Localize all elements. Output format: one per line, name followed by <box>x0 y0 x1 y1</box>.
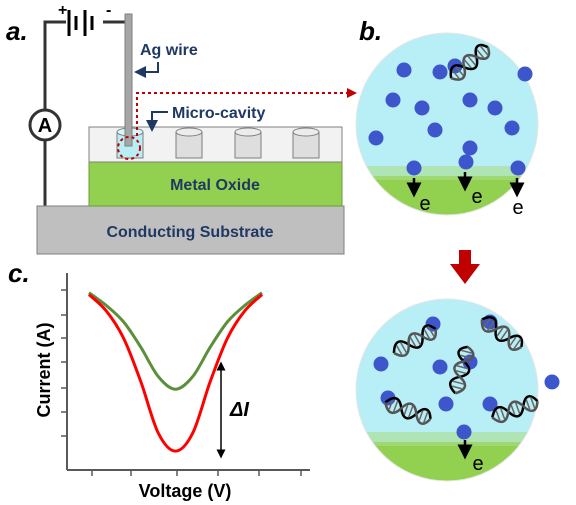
ion <box>406 160 422 176</box>
ag-wire-pointer <box>134 62 159 78</box>
ion <box>425 316 441 332</box>
dna-icon <box>392 324 438 357</box>
cavity-highlight <box>117 136 141 160</box>
iv-chart: Current (A) Voltage (V) ΔI <box>34 273 310 501</box>
electron-label: e <box>512 197 523 219</box>
ion <box>438 396 454 412</box>
ion <box>517 66 533 82</box>
zoom-view-after: e <box>355 298 560 482</box>
panel-label-a: a. <box>6 16 28 46</box>
zoom-view-before: e e e <box>355 32 539 219</box>
conducting-substrate <box>36 205 345 255</box>
ion <box>462 140 478 156</box>
dna-icon <box>491 395 539 424</box>
dna-strands <box>384 316 539 425</box>
ion <box>432 64 448 80</box>
circuit-wire <box>43 20 66 206</box>
battery-minus: - <box>106 2 111 19</box>
dna-icon <box>448 345 475 395</box>
metal-oxide-layer <box>88 161 343 207</box>
electron-label: e <box>471 186 482 208</box>
ammeter-label: A <box>38 115 52 137</box>
micro-cavity <box>292 127 320 159</box>
battery-plus: + <box>58 2 67 19</box>
ion <box>458 154 474 170</box>
dna-icon <box>480 316 524 351</box>
ag-wire <box>124 13 133 147</box>
ion <box>462 354 478 370</box>
electron-label: e <box>419 193 430 215</box>
ion <box>510 160 526 176</box>
ion <box>482 396 498 412</box>
ion <box>504 120 520 136</box>
ion <box>427 122 443 138</box>
ammeter-icon <box>28 108 62 142</box>
panel-label-c: c. <box>8 258 30 288</box>
delta-i-label: ΔI <box>229 399 249 421</box>
y-axis-label: Current (A) <box>34 323 54 418</box>
device-setup: + - A Conducting Substrate Metal Oxide <box>28 2 357 255</box>
ion <box>368 130 384 146</box>
battery-icon <box>67 10 94 36</box>
iv-curve-2 <box>87 293 264 453</box>
iv-curve-1 <box>88 291 263 391</box>
electron-label: e <box>472 453 483 475</box>
ion <box>487 100 503 116</box>
transition-arrow <box>450 250 480 284</box>
substrate-label: Conducting Substrate <box>106 224 273 241</box>
ion <box>373 356 389 372</box>
ion-group-after <box>373 314 560 440</box>
micro-cavity <box>175 127 203 159</box>
dna-icon <box>384 396 432 425</box>
oxide-label: Metal Oxide <box>170 177 260 194</box>
zoom-arrow <box>136 88 357 136</box>
dna-icon <box>449 43 491 81</box>
x-axis-label: Voltage (V) <box>139 481 232 501</box>
cavity-pointer <box>146 111 168 132</box>
ion <box>456 424 472 440</box>
micro-cavity <box>234 127 262 159</box>
ion <box>462 92 478 108</box>
ion <box>432 359 448 375</box>
ion <box>396 62 412 78</box>
cavity-label: Micro-cavity <box>172 105 265 122</box>
ag-wire-label: Ag wire <box>140 42 198 59</box>
ion <box>385 92 401 108</box>
iv-curves <box>87 291 264 453</box>
ion <box>544 374 560 390</box>
ion <box>414 100 430 116</box>
panel-label-b: b. <box>359 16 382 46</box>
